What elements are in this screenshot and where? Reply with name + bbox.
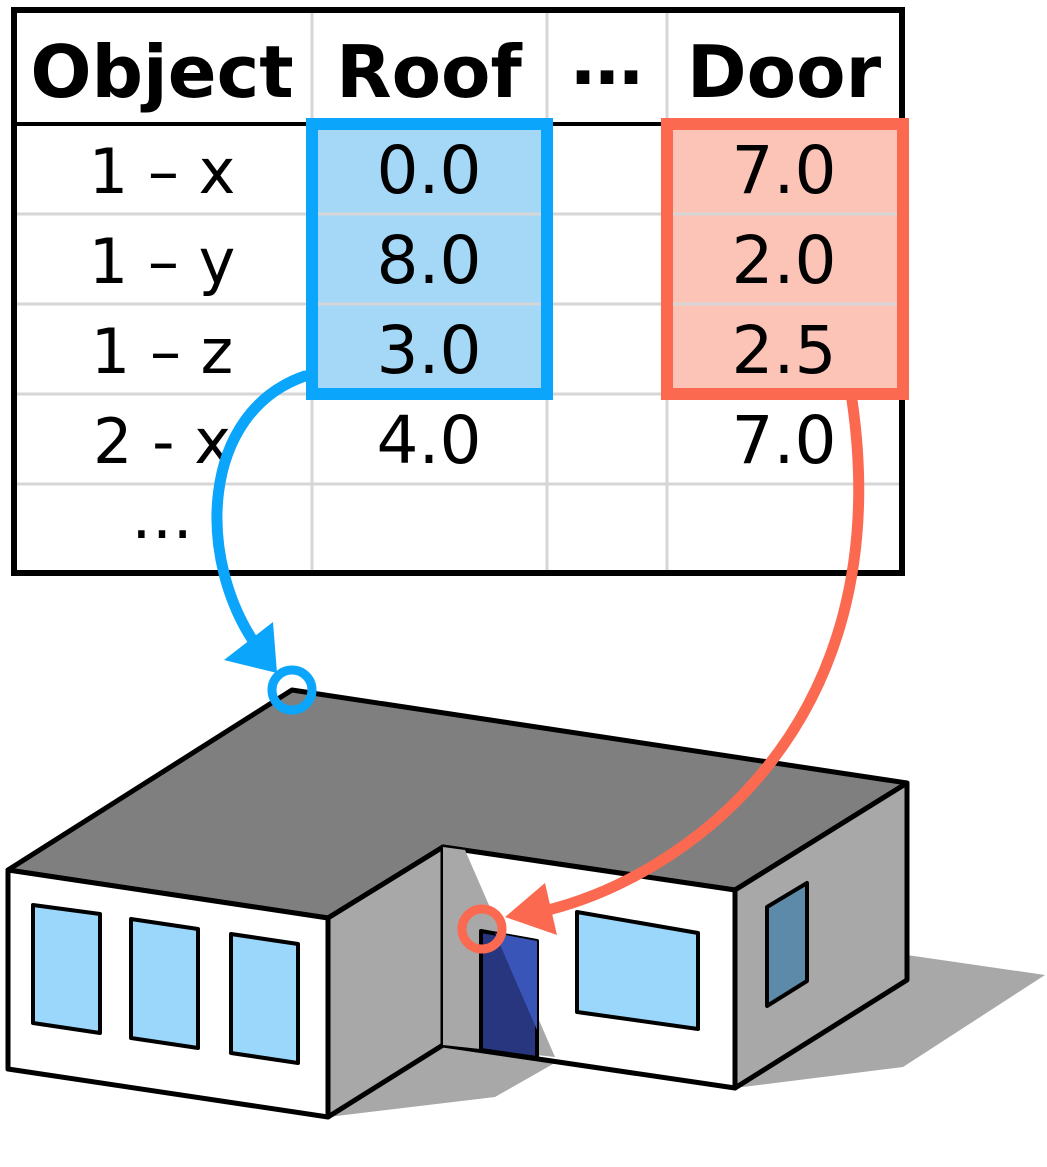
door-column-highlight-border	[661, 118, 909, 400]
roof-arrow-line	[211, 370, 311, 654]
roof-arrow	[211, 370, 317, 715]
door-arrow	[457, 394, 865, 954]
row-label-ellipsis: …	[131, 480, 193, 553]
door-highlight	[495, 933, 537, 1030]
door-value: 2.0	[732, 222, 837, 299]
window	[129, 917, 200, 1050]
roof-value: 0.0	[377, 132, 482, 209]
row-label: 2 - x	[93, 405, 231, 478]
header-roof: Roof	[336, 30, 522, 114]
building-shadow	[328, 1045, 560, 1117]
row-label: 1 – x	[89, 135, 236, 208]
roof-value: 8.0	[377, 222, 482, 299]
window	[765, 881, 809, 1008]
door-value: 7.0	[732, 402, 837, 479]
building-shadow	[735, 955, 1045, 1088]
door-column-highlight-fill	[667, 124, 903, 394]
header-ellipsis: …	[571, 17, 643, 101]
roof-value: 4.0	[377, 402, 482, 479]
header-object: Object	[30, 30, 293, 114]
roof-anchor-marker	[267, 665, 317, 715]
roof-arrowhead	[224, 622, 277, 673]
door-anchor-marker	[457, 904, 507, 954]
door-arrowhead	[505, 883, 557, 935]
window	[31, 903, 102, 1035]
row-label: 1 – y	[89, 225, 236, 298]
window	[575, 910, 700, 1031]
row-label: 1 – z	[91, 315, 233, 388]
door-arrow-line	[534, 394, 865, 918]
header-door: Door	[687, 30, 882, 114]
door-value: 7.0	[732, 132, 837, 209]
roof-column-highlight-border	[306, 118, 553, 400]
door-value: 2.5	[732, 312, 837, 389]
window	[229, 932, 300, 1065]
right-wing-side-wall	[732, 780, 910, 1091]
roof-column-highlight-fill	[312, 124, 547, 394]
building-illustration	[5, 687, 1045, 1120]
data-table: Object Roof … Door 1 – x 0.0 7.0 1 – y 8…	[11, 7, 909, 576]
roof-value: 3.0	[377, 312, 482, 389]
